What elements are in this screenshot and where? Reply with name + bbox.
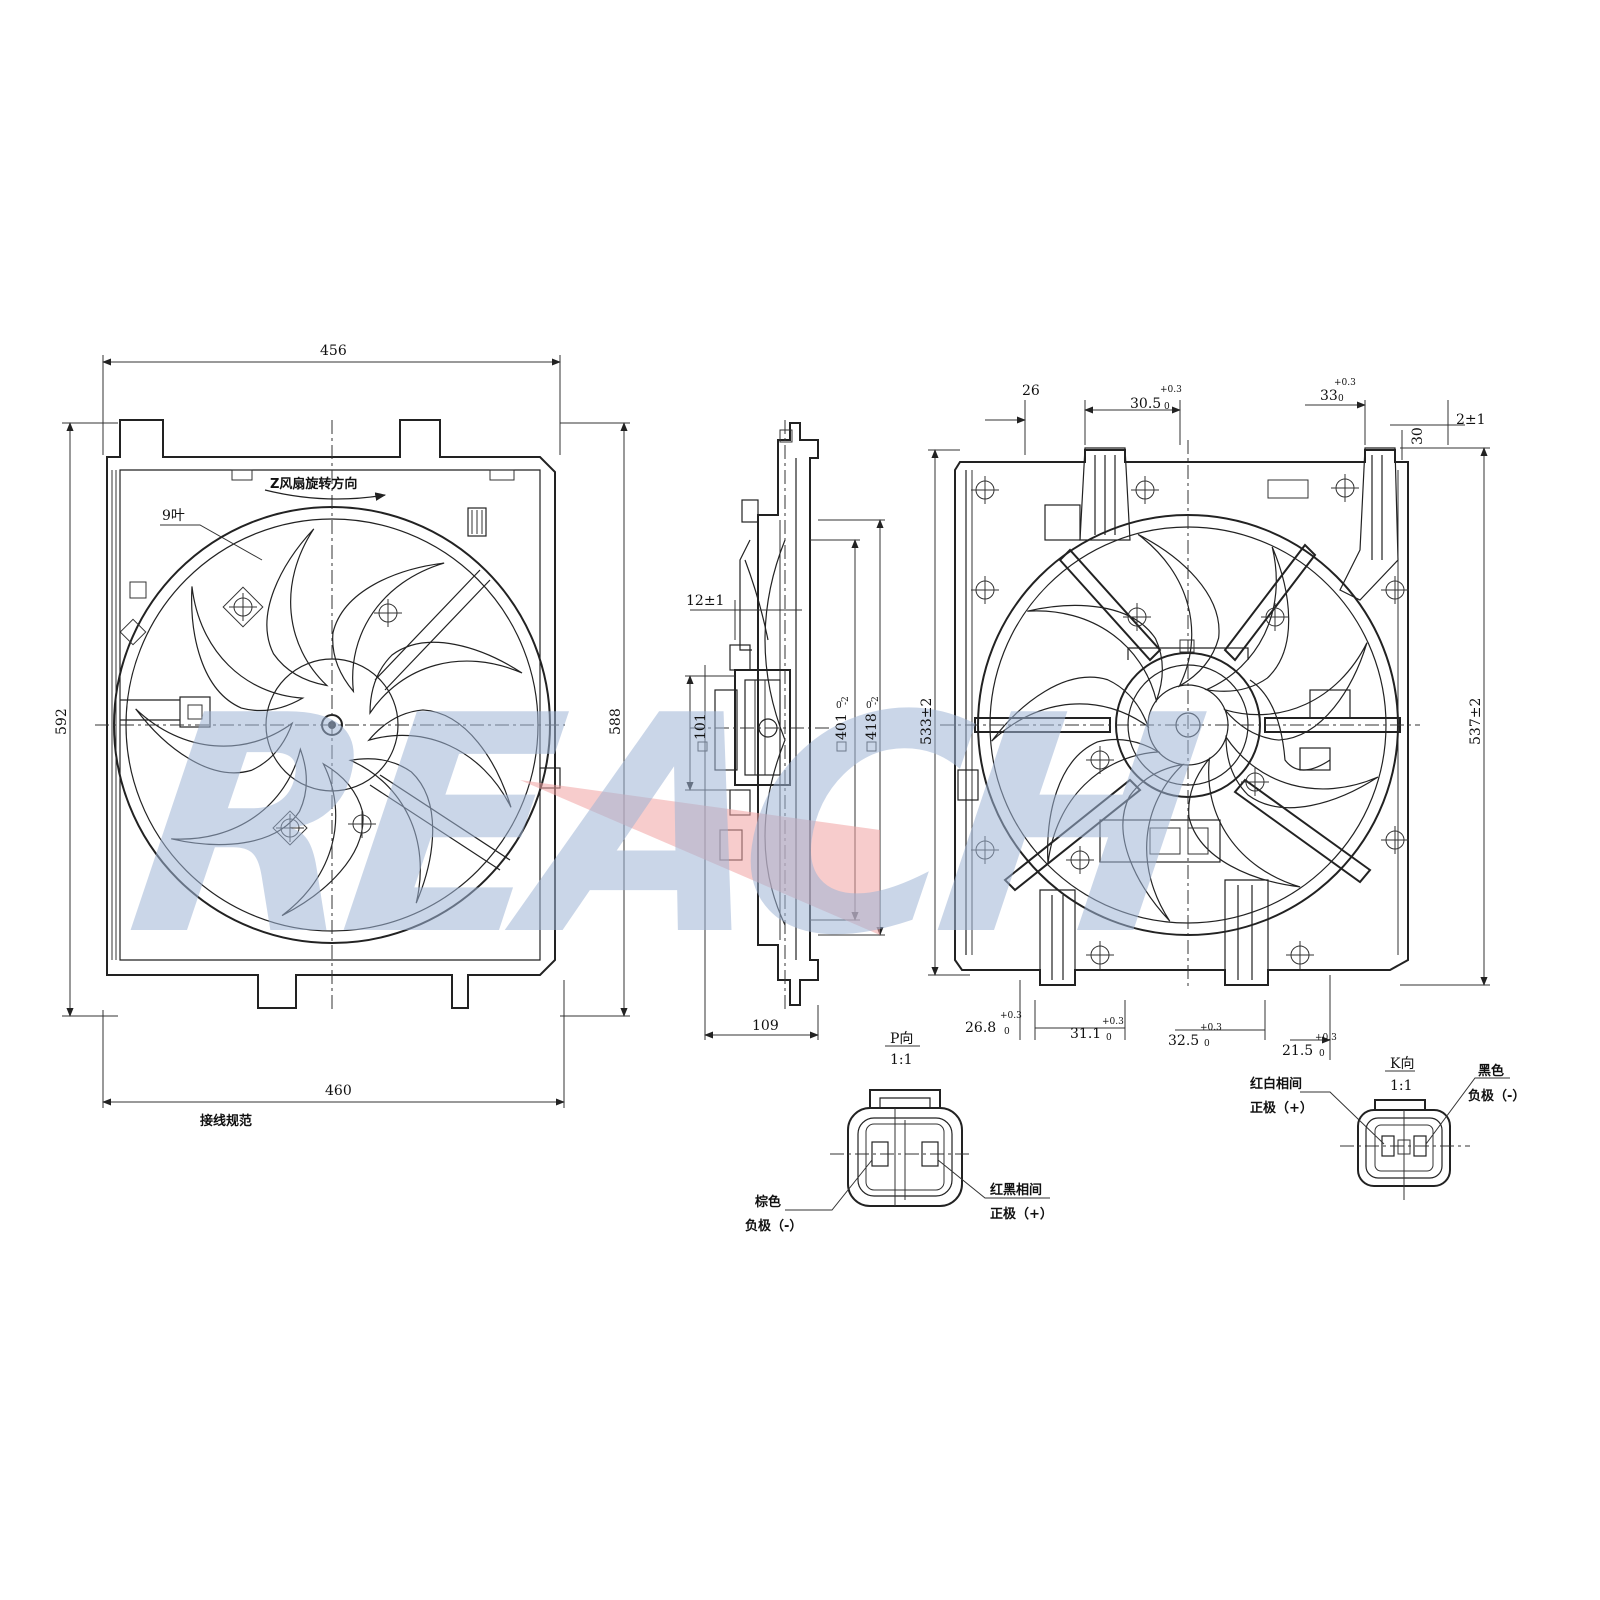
front-left-ribs: [111, 470, 117, 960]
rear-dim-311: 31.1: [1070, 1026, 1101, 1042]
connector-k: [1300, 1070, 1510, 1200]
connector-p-right-color: 红黑相间: [990, 1182, 1042, 1198]
side-outer-frame: [757, 422, 819, 1006]
side-shroud-b-tol-up: 0: [866, 701, 872, 711]
rear-dim-311-tol-up: +0.3: [1102, 1017, 1124, 1027]
rear-dim-330-tol-low: 0: [1338, 394, 1344, 404]
front-top-width: 456: [320, 343, 347, 359]
blade-count-label: 9叶: [162, 508, 185, 524]
side-shroud-a-tol-up: 0: [836, 701, 842, 711]
rear-dim-330-tol-up: +0.3: [1334, 378, 1356, 388]
rear-dim-268-tol-low: 0: [1004, 1027, 1010, 1037]
rear-dim-268-tol-up: +0.3: [1000, 1011, 1022, 1021]
connector-k-right-color: 黑色: [1478, 1063, 1504, 1079]
rear-shroud-outline: [954, 449, 1409, 986]
rear-dim-305: 30.5: [1130, 396, 1161, 412]
rear-dim-2: 2±1: [1456, 412, 1486, 428]
side-motor-dia: 101: [693, 713, 709, 740]
front-dimensions: [62, 355, 630, 1108]
front-right-height: 588: [608, 708, 624, 735]
rear-struts: [974, 543, 1401, 892]
front-view: [62, 355, 630, 1108]
rear-dim-305-tol-up: +0.3: [1160, 385, 1182, 395]
rear-dim-325-tol-up: +0.3: [1200, 1023, 1222, 1033]
watermark-accent: [520, 780, 880, 935]
side-offset: 12±1: [686, 593, 724, 609]
connector-k-left-color: 红白相间: [1250, 1076, 1302, 1092]
connector-k-left-pole: 正极（+）: [1250, 1100, 1313, 1116]
connector-p-scale: 1:1: [890, 1052, 913, 1068]
rear-view: [928, 400, 1490, 1060]
connector-p: [785, 1045, 1050, 1211]
connector-k-scale: 1:1: [1390, 1078, 1413, 1094]
side-shroud-a: 401: [834, 713, 850, 740]
rear-dim-215-tol-low: 0: [1319, 1049, 1325, 1059]
rear-dim-325-tol-low: 0: [1204, 1039, 1210, 1049]
rear-right-height: 537±2: [1468, 698, 1484, 745]
rotation-direction-label: Z风扇旋转方向: [270, 476, 357, 492]
connector-p-left-color: 棕色: [754, 1194, 781, 1210]
side-shroud-b-tol-low: -2: [871, 696, 881, 705]
rear-top-brackets: [1039, 447, 1399, 986]
front-bottom-width: 460: [325, 1083, 352, 1099]
rear-dim-330: 33: [1320, 388, 1338, 404]
rear-dim-305-tol-low: 0: [1164, 402, 1170, 412]
rear-dim-325: 32.5: [1168, 1033, 1199, 1049]
connector-k-title: K向: [1390, 1056, 1414, 1072]
rear-left-height: 533±2: [919, 698, 935, 745]
side-depth: 109: [752, 1018, 779, 1034]
rear-dim-30: 30: [1410, 427, 1426, 445]
rear-dimensions: [928, 400, 1490, 1060]
watermark-text: REACH: [114, 652, 1219, 1001]
rear-dim-311-tol-low: 0: [1106, 1033, 1112, 1043]
connector-p-left-pole: 负极（-）: [745, 1218, 802, 1234]
side-shroud-b: 418: [864, 713, 880, 740]
front-left-height: 592: [54, 708, 70, 735]
rear-dim-26: 26: [1022, 383, 1040, 399]
wiring-spec-label: 接线规范: [200, 1113, 252, 1129]
front-shroud-outline: [106, 419, 556, 1009]
rear-dim-215: 21.5: [1282, 1043, 1313, 1059]
connector-p-title: P向: [890, 1031, 913, 1047]
rear-dim-268: 26.8: [965, 1020, 996, 1036]
connector-k-right-pole: 负极（-）: [1468, 1088, 1525, 1104]
side-shroud-a-tol-low: -2: [841, 696, 851, 705]
connector-p-right-pole: 正极（+）: [990, 1206, 1053, 1222]
front-struts: [120, 569, 511, 871]
rear-dim-215-tol-up: +0.3: [1315, 1033, 1337, 1043]
